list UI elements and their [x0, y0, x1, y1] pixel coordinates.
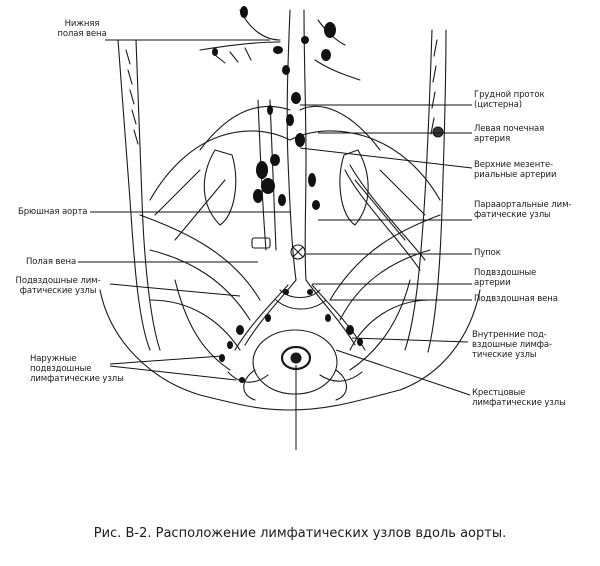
leader-lines — [78, 39, 473, 450]
label-vena-cava-top: Нижняя полая вена — [57, 19, 107, 39]
label-internal-iliac-nodes: Внутренние под- вздошные лимфа- тические… — [472, 330, 552, 360]
figure-caption: Рис. В-2. Расположение лимфатических узл… — [93, 526, 507, 541]
lymph-nodes — [212, 6, 363, 383]
label-external-iliac-nodes: Наружные подвздошные лимфатические узлы — [30, 354, 124, 384]
left-psoas — [139, 214, 261, 301]
label-ureter: Пупок — [474, 248, 501, 258]
pelvis-contour — [99, 289, 481, 411]
diaphragm-outline — [149, 130, 441, 201]
vena-cava-block — [251, 237, 271, 249]
label-superior-mesenteric: Верхние мезенте- риальные артерии — [474, 160, 557, 180]
label-iliac-nodes: Подвздошные лим- фатические узлы — [15, 276, 101, 296]
left-kidney — [203, 149, 237, 226]
label-sacral-nodes: Крестцовые лимфатические узлы — [472, 388, 566, 408]
label-iliac-artery: Подвздошные артерии — [474, 268, 537, 288]
umbilicus-marker — [290, 244, 306, 260]
label-chest-duct: Грудной проток (цистерна) — [474, 90, 545, 110]
right-vessel-column — [404, 29, 433, 351]
aorta-trunk — [286, 9, 297, 281]
label-abdominal-aorta: Брюшная аорта — [18, 207, 88, 217]
bladder — [252, 329, 338, 395]
label-left-renal-artery: Левая почечная артерия — [474, 124, 545, 144]
left-vessel-column — [117, 39, 151, 351]
label-vena-cava: Полая вена — [26, 257, 77, 267]
label-iliac-vein: Подвздошная вена — [474, 294, 558, 304]
right-kidney — [339, 149, 369, 226]
label-para-aortic-nodes: Парааортальные лим- фатические узлы — [474, 200, 572, 220]
